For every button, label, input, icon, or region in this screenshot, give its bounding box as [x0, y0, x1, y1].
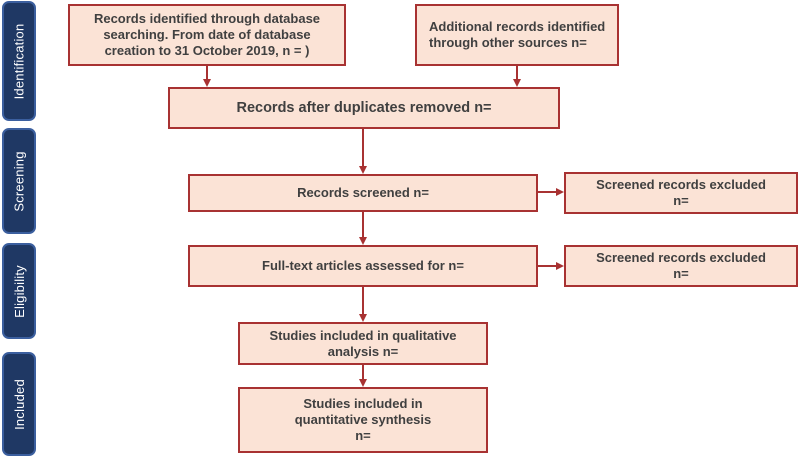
box-studies-qualitative: Studies included in qualitative analysis…	[238, 322, 488, 365]
box-records-screened: Records screened n=	[188, 174, 538, 212]
box-additional-records: Additional records identified through ot…	[415, 4, 619, 66]
phase-screening: Screening	[2, 128, 36, 234]
box-screened-records-excluded: Screened records excluded n=	[564, 172, 798, 214]
box-fulltext-excluded: Screened records excluded n=	[564, 245, 798, 287]
box-records-after-duplicates: Records after duplicates removed n=	[168, 87, 560, 129]
box-studies-quantitative: Studies included in quantitative synthes…	[238, 387, 488, 453]
phase-eligibility: Eligibility	[2, 243, 36, 339]
phase-included: Included	[2, 352, 36, 456]
phase-identification: Identification	[2, 1, 36, 121]
box-fulltext-assessed: Full-text articles assessed for n=	[188, 245, 538, 287]
box-records-identified-database: Records identified through database sear…	[68, 4, 346, 66]
